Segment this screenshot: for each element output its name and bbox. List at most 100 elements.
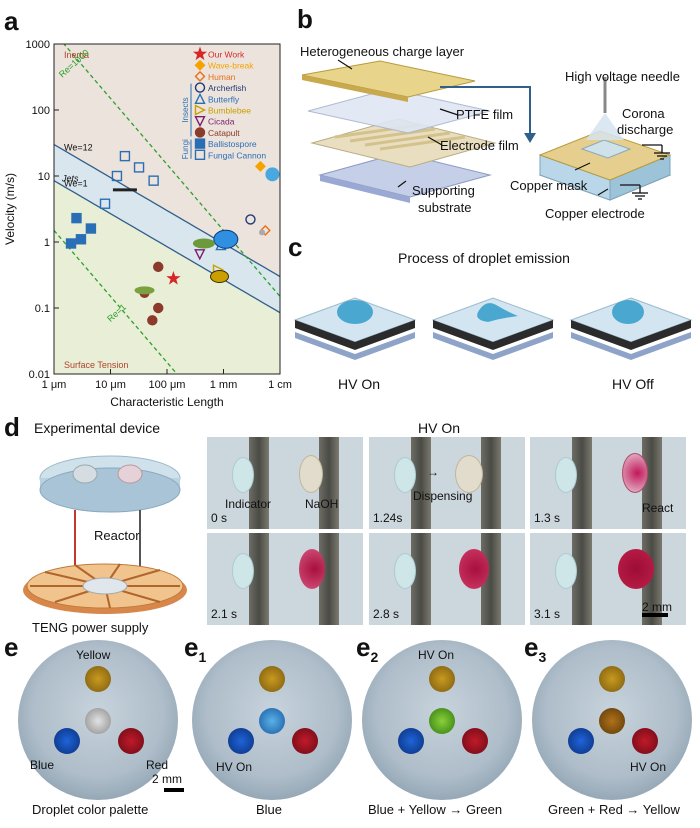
- label-discharge: discharge: [617, 122, 674, 137]
- dish-e1: HV On: [192, 640, 352, 800]
- point-ballistospore: [75, 234, 87, 245]
- legend-entry-fungal-cannon: Fungal Cannon: [208, 150, 266, 160]
- fungal-cannon-icon: [112, 188, 137, 192]
- x-tick-label: 1 μm: [42, 379, 67, 391]
- legend-marker-butterfly: [194, 92, 206, 105]
- label-yellow: Yellow: [76, 648, 111, 662]
- label-experimental-device: Experimental device: [34, 420, 161, 436]
- label-teng-power-supply: TENG power supply: [32, 620, 149, 635]
- legend-group-fungi: Fungi: [181, 139, 190, 159]
- x-tick-label: 100 μm: [149, 379, 186, 391]
- ptfe-film-layer: [307, 88, 491, 134]
- label-reactor: Reactor: [94, 528, 140, 543]
- legend-group-insects: Insects: [181, 97, 190, 122]
- time-0s: 0 s: [211, 511, 228, 525]
- chip-stage-1: [293, 297, 417, 360]
- label-hv-on-e3: HV On: [630, 760, 667, 774]
- indicator-droplet: [232, 457, 254, 493]
- label-hv-on-c: HV On: [338, 376, 381, 392]
- legend-entry-bumblebee: Bumblebee: [208, 106, 251, 116]
- droplet-1: [337, 300, 373, 324]
- caption-e: Droplet color palette: [32, 802, 149, 817]
- panel-label-e3: e3: [524, 632, 547, 666]
- y-tick-label: 10: [38, 171, 50, 183]
- label-electrode-film: Electrode film: [440, 138, 519, 153]
- region-surface-tension-bg: [54, 180, 280, 374]
- point-catapult: [153, 302, 164, 314]
- point-ballistospore: [71, 212, 82, 224]
- cicada-icon: [192, 238, 215, 249]
- dish-e3: HV On: [532, 640, 692, 800]
- legend-marker-our-work: [192, 46, 208, 61]
- legend-marker-cicada: [194, 115, 206, 128]
- label-substrate: substrate: [418, 200, 472, 215]
- line-label-we12: We=12: [64, 142, 93, 152]
- dish-e2: HV On: [362, 640, 522, 800]
- legend-entry-wave-break: Wave-break: [208, 61, 254, 71]
- charge-layer: [301, 60, 476, 98]
- wave-icon: [265, 167, 280, 182]
- scalebar-e-label: 2 mm: [152, 772, 182, 786]
- legend-marker-ballistospore: [194, 138, 206, 149]
- grasshopper-icon: [134, 286, 155, 295]
- point-fungal-cannon: [148, 175, 159, 186]
- droplet-2: [477, 303, 518, 322]
- label-dispensing: Dispensing: [413, 489, 473, 503]
- label-heterogeneous-charge-layer: Heterogeneous charge layer: [300, 44, 465, 59]
- line-we1: [54, 180, 280, 314]
- point-cicada: [194, 249, 206, 261]
- point-fungal-cannon: [133, 162, 145, 173]
- label-hv-on-d: HV On: [418, 420, 461, 436]
- panel-c-title: Process of droplet emission: [398, 250, 570, 266]
- caption-e1: Blue: [256, 802, 283, 817]
- scalebar-d: [642, 613, 668, 617]
- panel-label-a: a: [4, 6, 19, 36]
- palette-dish: Yellow Blue Red: [18, 640, 178, 800]
- frame-3-1s: 3.1 s: [530, 533, 686, 625]
- device-layer-diagram: [301, 59, 672, 203]
- frame-1-24s: → Dispensing 1.24s: [369, 437, 525, 529]
- point-wave-break: [254, 160, 266, 172]
- line-re1: [54, 229, 178, 374]
- droplet-emission-sequence: [293, 297, 693, 360]
- human-icon: [258, 229, 265, 236]
- panel-label-d: d: [4, 412, 20, 442]
- y-tick-label: 0.01: [29, 369, 50, 381]
- time-3-1s: 3.1 s: [534, 607, 561, 621]
- y-tick-label: 0.1: [35, 303, 50, 315]
- legend-marker-fungal-cannon: [194, 149, 206, 161]
- legend-entry-butterfly: Butterfly: [208, 94, 240, 104]
- point-fungal-cannon: [99, 198, 111, 209]
- label-hv-off-c: HV Off: [612, 376, 654, 392]
- line-label-we1: We=1: [64, 179, 88, 189]
- droplet-3: [612, 300, 644, 324]
- label-react: React: [642, 501, 674, 515]
- time-2-1s: 2.1 s: [211, 607, 238, 621]
- frame-2-1s: 2.1 s: [207, 533, 363, 625]
- y-tick-label: 100: [32, 105, 50, 117]
- legend-marker-bumblebee: [194, 104, 207, 116]
- caption-e3: Green + Red → Yellow: [548, 802, 680, 817]
- label-naoh: NaOH: [305, 497, 339, 511]
- experimental-device-illustration: [23, 455, 187, 614]
- legend-entry-our-work: Our Work: [208, 50, 245, 60]
- time-1-3s: 1.3 s: [534, 511, 561, 525]
- y-tick-label: 1000: [26, 39, 50, 51]
- butterfly-icon: [213, 229, 239, 249]
- time-1-24s: 1.24s: [373, 511, 403, 525]
- legend-marker-catapult: [194, 127, 206, 138]
- label-copper-electrode: Copper electrode: [545, 206, 645, 221]
- panel-label-e2: e2: [356, 632, 379, 666]
- point-catapult: [153, 261, 164, 273]
- legend-marker-human: [194, 70, 206, 82]
- x-tick-label: 1 mm: [210, 379, 238, 391]
- x-axis-label: Characteristic Length: [110, 395, 223, 409]
- panel-label-b: b: [297, 4, 313, 34]
- label-hv-on-e2: HV On: [418, 648, 455, 662]
- point-our-work: [166, 271, 181, 285]
- label-red: Red: [146, 758, 169, 772]
- chip-stage-2: [431, 297, 555, 360]
- label-supporting: Supporting: [412, 183, 475, 198]
- label-hv-on-e1: HV On: [216, 760, 253, 774]
